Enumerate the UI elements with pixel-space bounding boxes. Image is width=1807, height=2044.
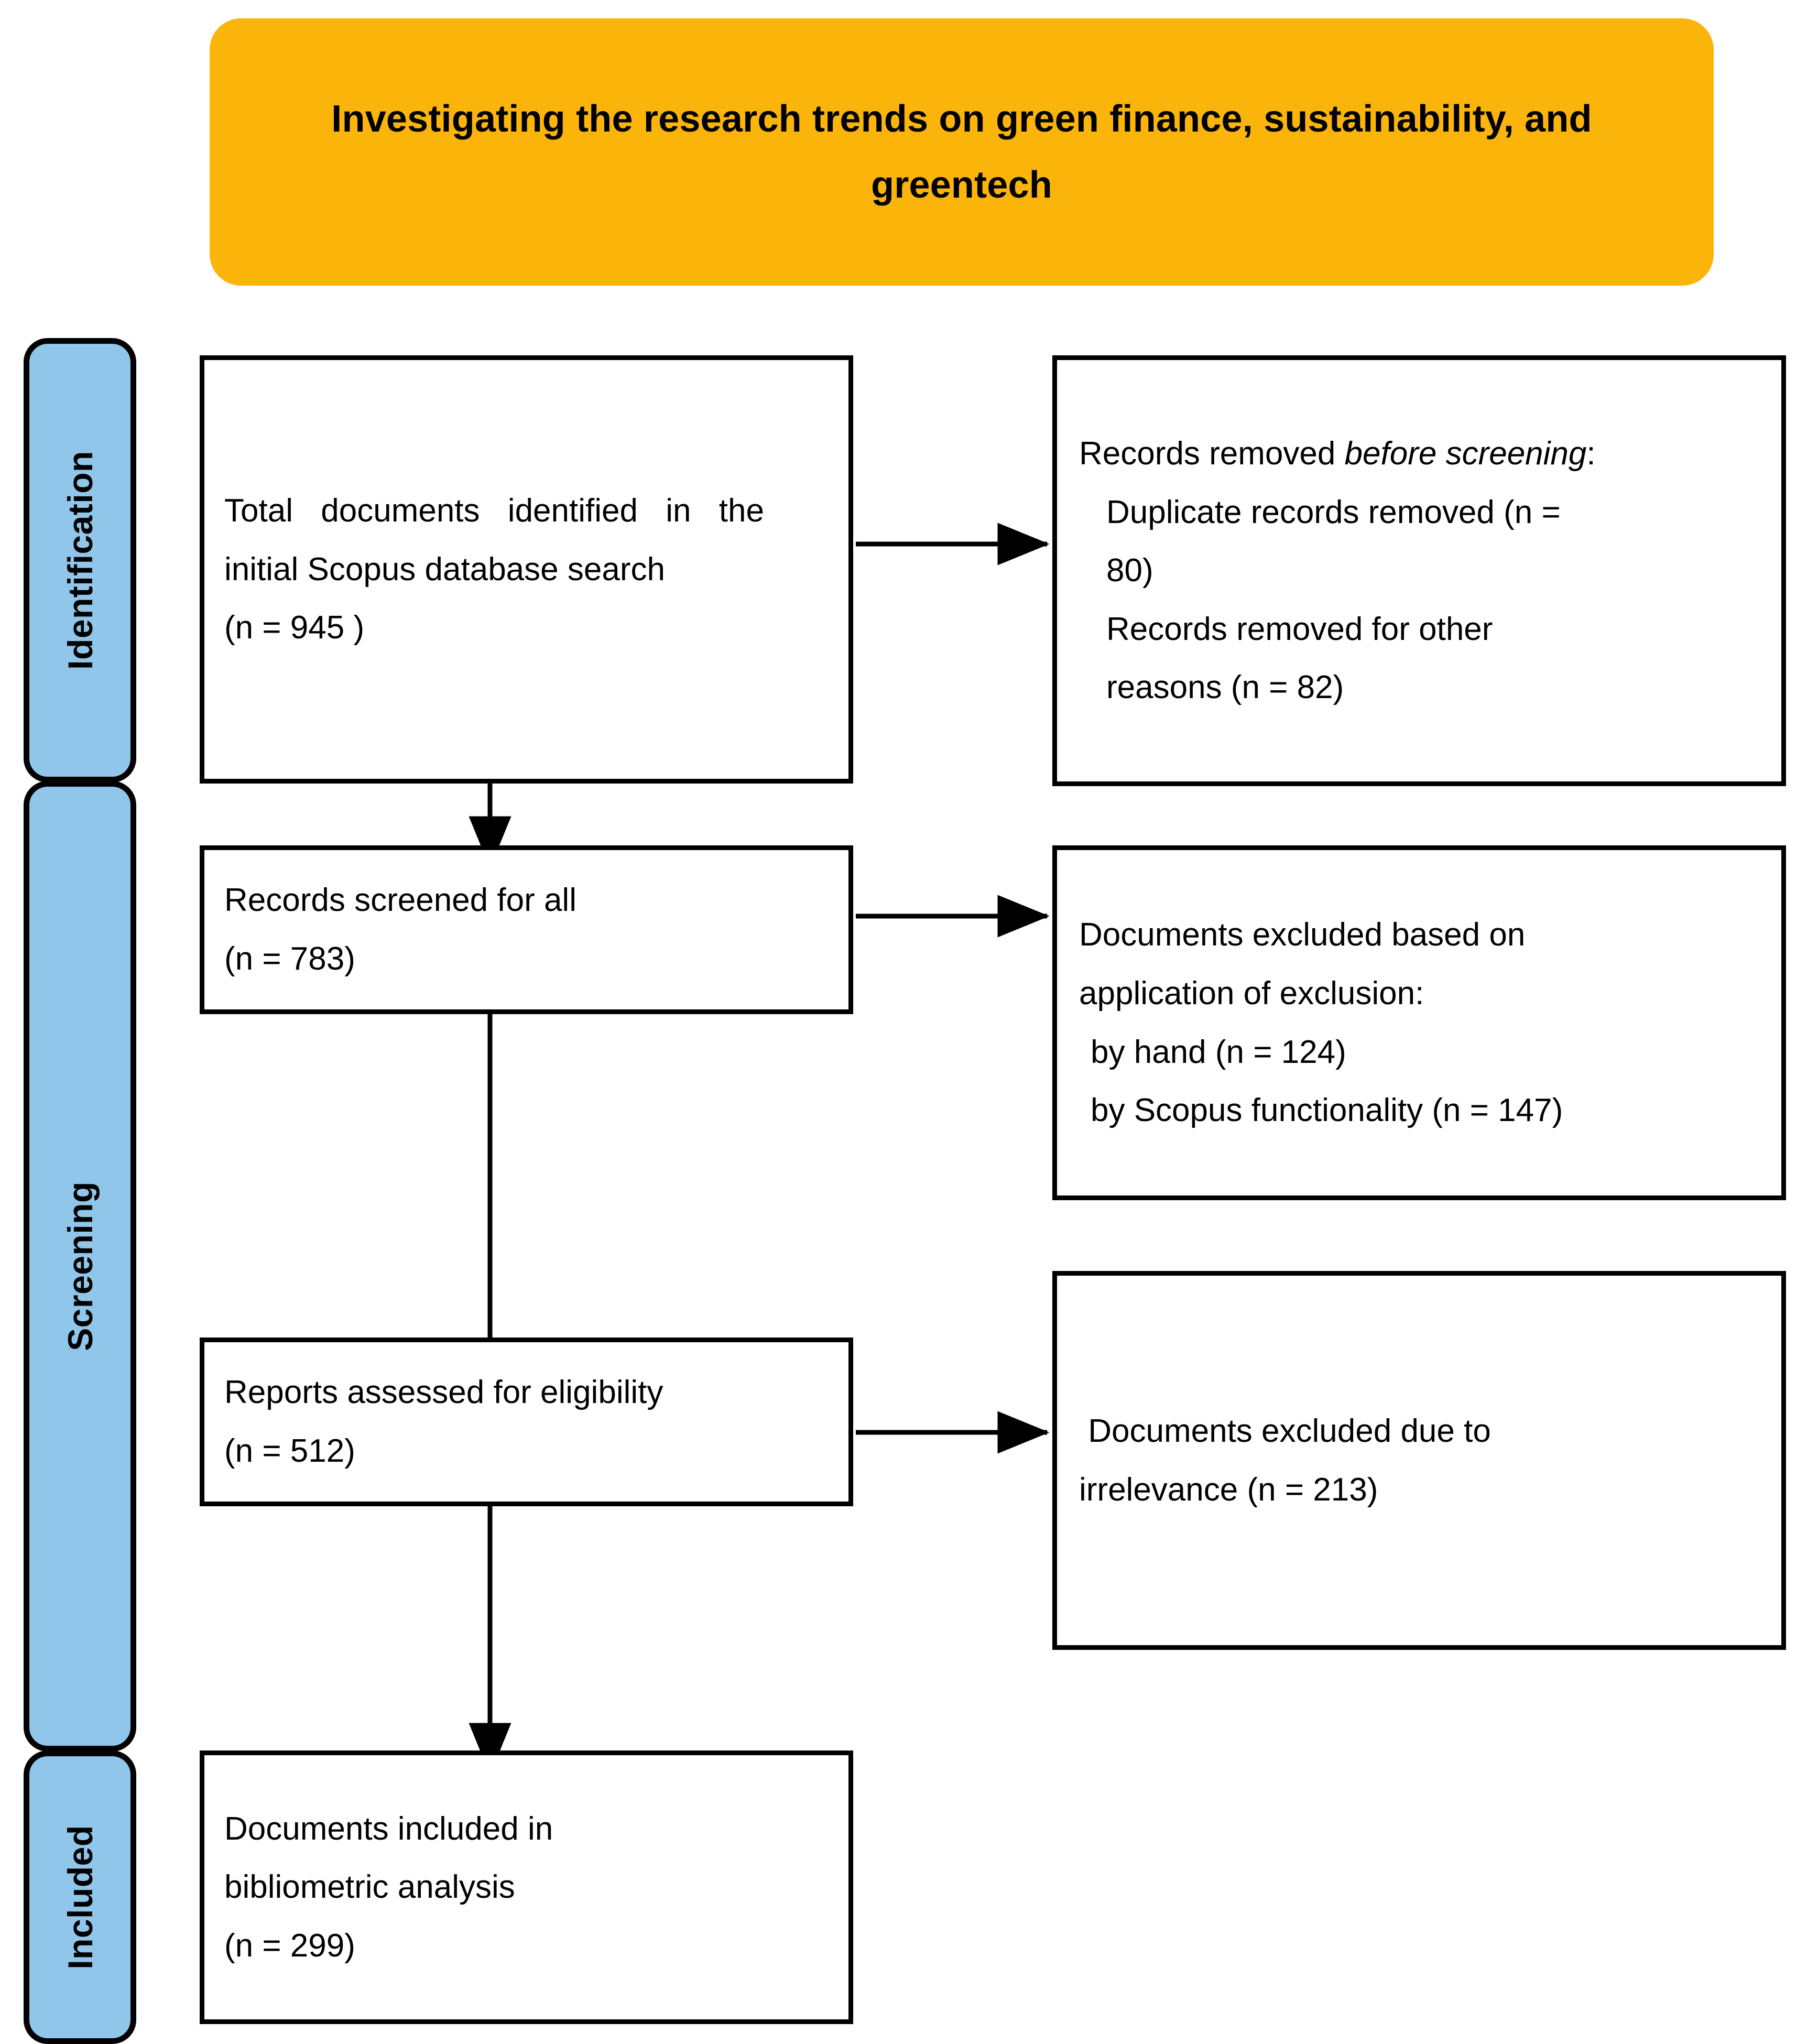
box-documents-excluded-by-criteria: Documents excluded based on application o… [1052, 845, 1786, 1200]
title-banner: Investigating the research trends on gre… [210, 18, 1714, 286]
removed-before-heading-plain: Records removed [1079, 436, 1345, 472]
included-line-2: bibliometric analysis [224, 1869, 515, 1906]
eligibility-count: (n = 512) [224, 1433, 355, 1469]
eligibility-line-1: Reports assessed for eligibility [224, 1374, 663, 1411]
screened-count: (n = 783) [224, 941, 355, 977]
removed-before-heading-colon: : [1586, 436, 1596, 472]
excluded-criteria-line-2: application of exclusion: [1079, 975, 1424, 1012]
excluded-irrelevance-line-2: irrelevance (n = 213) [1079, 1471, 1378, 1508]
page-title: Investigating the research trends on gre… [331, 98, 1592, 206]
removed-duplicates-line-a: Duplicate records removed (n = [1106, 494, 1561, 530]
screened-line-1: Records screened for all [224, 882, 576, 919]
excluded-criteria-line-1: Documents excluded based on [1079, 917, 1526, 953]
removed-other-line-b: reasons (n = 82) [1106, 669, 1344, 706]
excluded-by-scopus: by Scopus functionality (n = 147) [1091, 1092, 1563, 1129]
removed-before-heading: Records removed before screening: [1079, 425, 1764, 483]
box-records-removed-before-screening: Records removed before screening: Duplica… [1052, 355, 1786, 786]
included-count: (n = 299) [224, 1927, 355, 1964]
box-documents-excluded-irrelevance: Documents excluded due to irrelevance (n … [1052, 1271, 1786, 1650]
excluded-by-hand: by hand (n = 124) [1091, 1034, 1346, 1070]
identified-line-2: initial Scopus database search [224, 551, 665, 588]
box-documents-included-bibliometric: Documents included in bibliometric analys… [200, 1751, 853, 2024]
box-reports-assessed-for-eligibility: Reports assessed for eligibility (n = 512… [200, 1338, 853, 1506]
stage-band-identification: Identification [24, 338, 136, 782]
removed-before-heading-italic: before screening [1344, 436, 1587, 472]
box-records-screened: Records screened for all (n = 783) [200, 845, 853, 1014]
identified-line-1: Total documents identified in the [224, 493, 764, 529]
box-total-documents-identified: Total documents identified in the initial… [200, 355, 853, 784]
excluded-irrelevance-line-1: Documents excluded due to [1079, 1412, 1491, 1449]
removed-other-line-a: Records removed for other [1106, 611, 1493, 647]
stage-band-screening: Screening [24, 781, 136, 1752]
removed-duplicates-line-b: 80) [1106, 552, 1153, 589]
identified-count: (n = 945 ) [224, 610, 365, 646]
included-line-1: Documents included in [224, 1810, 553, 1847]
